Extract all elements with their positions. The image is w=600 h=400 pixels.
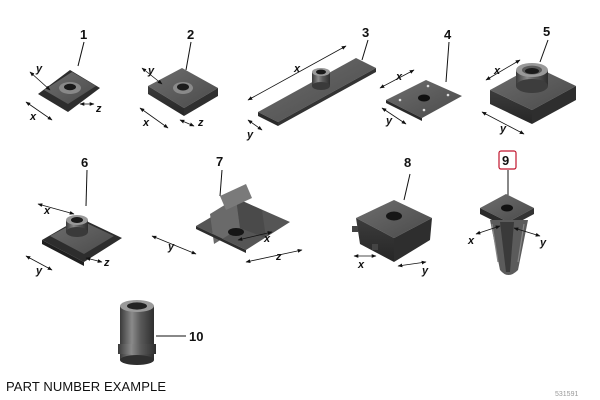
leader-line-5 — [539, 39, 549, 63]
dim-label-1-y: y — [35, 63, 43, 75]
dim-label-8-y: y — [421, 265, 429, 277]
dim-label-5-y: y — [499, 123, 507, 135]
part-3-shape — [258, 58, 376, 126]
part-6[interactable]: 6 x y z — [25, 155, 122, 277]
dim-label-5-x: x — [493, 65, 501, 77]
part-number-5: 5 — [543, 24, 550, 39]
part-9-shape — [480, 194, 534, 275]
dim-label-4-y: y — [385, 115, 393, 127]
part-2[interactable]: 2 x y z — [139, 27, 218, 129]
part-7[interactable]: 7 y x z — [151, 154, 303, 263]
part-8-shape — [352, 200, 432, 262]
part-8[interactable]: 8 x y — [352, 155, 432, 277]
caption-part-number-example: PART NUMBER EXAMPLE — [6, 379, 167, 394]
part-2-shape — [148, 68, 218, 116]
leader-line-1 — [77, 41, 85, 67]
part-10-shape — [118, 300, 156, 365]
dim-label-7-x: x — [263, 233, 271, 245]
dim-label-2-x: x — [142, 117, 150, 129]
leader-line-7 — [219, 169, 223, 197]
leader-line-2 — [185, 41, 192, 71]
leader-line-4 — [445, 41, 450, 83]
part-5-shape — [490, 63, 576, 124]
dim-label-1-z: z — [95, 103, 102, 115]
part-number-4: 4 — [444, 27, 452, 42]
part-6-shape — [42, 215, 122, 266]
document-id: 531591 — [555, 391, 579, 398]
dim-label-9-x: x — [467, 235, 475, 247]
selected-part-highlight — [498, 150, 517, 170]
dim-label-1-x: x — [29, 111, 37, 123]
part-number-2: 2 — [187, 27, 194, 42]
part-number-6: 6 — [81, 155, 88, 170]
dim-label-6-x: x — [43, 205, 51, 217]
leader-line-6 — [85, 169, 88, 207]
leader-line-3 — [361, 39, 369, 61]
part-number-3: 3 — [362, 25, 369, 40]
dim-label-3-x: x — [293, 63, 301, 75]
part-3[interactable]: 3 x y — [246, 25, 376, 141]
part-number-8: 8 — [404, 155, 411, 170]
part-number-7: 7 — [216, 154, 223, 169]
dim-label-7-y: y — [167, 241, 175, 253]
part-1[interactable]: 1 x y z — [25, 27, 102, 123]
dim-label-2-z: z — [197, 117, 204, 129]
part-1-shape — [38, 70, 100, 112]
dim-label-4-x: x — [395, 71, 403, 83]
part-9[interactable]: 9 x y — [467, 150, 547, 275]
part-7-shape — [196, 184, 290, 253]
dim-label-3-y: y — [246, 129, 254, 141]
part-5[interactable]: 5 x y — [481, 24, 576, 135]
dim-label-6-z: z — [103, 257, 110, 269]
part-number-1: 1 — [80, 27, 87, 42]
leader-line-8 — [403, 173, 411, 201]
dim-label-7-z: z — [275, 251, 282, 263]
part-number-10: 10 — [189, 329, 203, 344]
dim-label-8-x: x — [357, 259, 365, 271]
part-4-shape — [386, 80, 462, 121]
dim-label-9-y: y — [539, 237, 547, 249]
part-4[interactable]: 4 x y — [379, 27, 462, 127]
part-number-9: 9 — [502, 153, 509, 168]
dim-label-6-y: y — [35, 265, 43, 277]
part-10[interactable]: 10 — [118, 300, 203, 365]
dim-label-2-y: y — [147, 65, 155, 77]
